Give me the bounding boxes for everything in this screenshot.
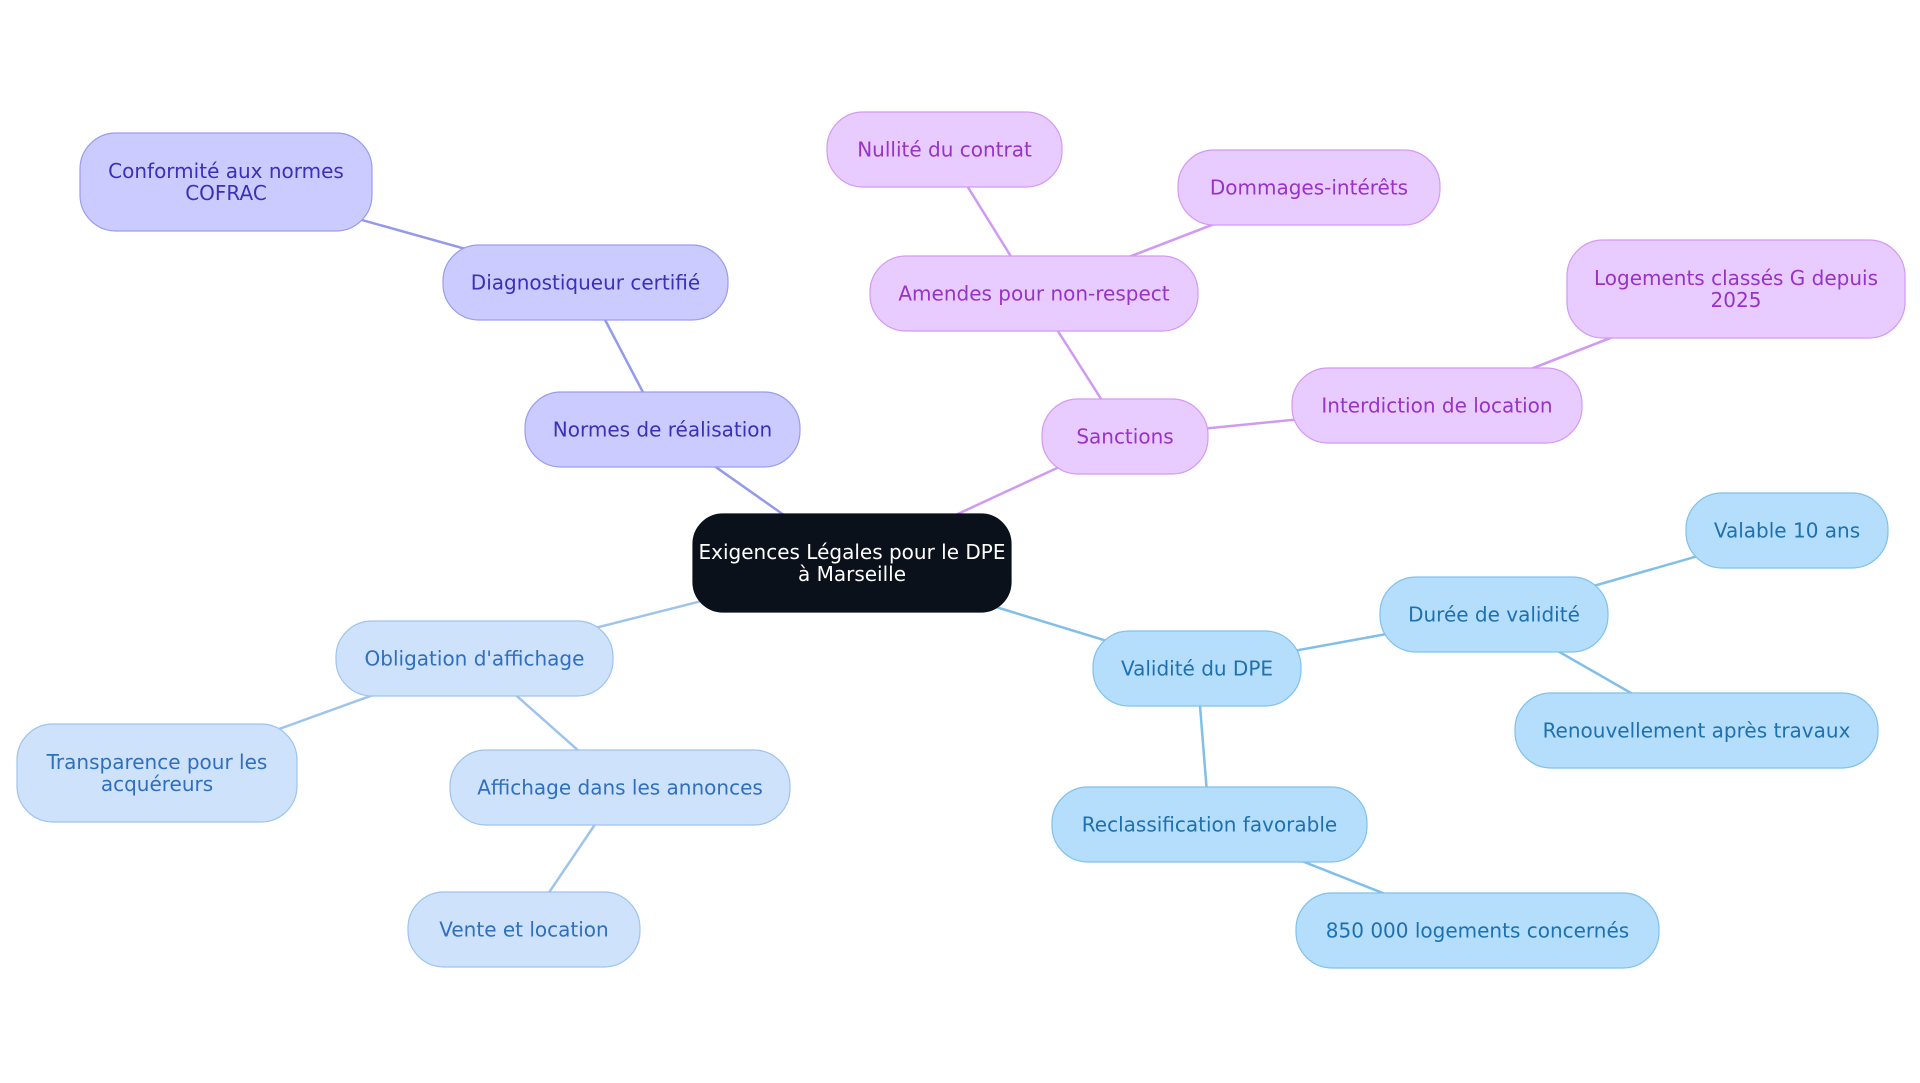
node-box: [1685, 492, 1889, 569]
node-reclass[interactable]: Reclassification favorable: [1051, 786, 1368, 863]
node-affichage[interactable]: Obligation d'affichage: [335, 620, 614, 697]
node-box: [79, 132, 373, 232]
node-box: [1295, 892, 1660, 969]
node-label-line: Conformité aux normes: [108, 159, 344, 183]
node-label-line: Nullité du contrat: [857, 138, 1032, 162]
node-box: [442, 244, 729, 321]
node-box: [1041, 398, 1209, 475]
node-label-line: Reclassification favorable: [1082, 813, 1337, 837]
node-label-line: 2025: [1711, 288, 1762, 312]
node-renouvellement[interactable]: Renouvellement après travaux: [1514, 692, 1879, 769]
node-label-line: Obligation d'affichage: [365, 647, 585, 671]
node-label-line: à Marseille: [798, 562, 906, 586]
node-box: [407, 891, 641, 968]
node-box: [16, 723, 298, 823]
node-box: [1291, 367, 1583, 444]
node-box: [869, 255, 1199, 332]
node-box: [1514, 692, 1879, 769]
node-normes[interactable]: Normes de réalisation: [524, 391, 801, 468]
node-label-line: Dommages-intérêts: [1210, 176, 1408, 200]
node-label-line: COFRAC: [185, 181, 267, 205]
node-box: [524, 391, 801, 468]
node-nullite[interactable]: Nullité du contrat: [826, 111, 1063, 188]
node-label-line: Amendes pour non-respect: [898, 282, 1169, 306]
node-label-line: Diagnostiqueur certifié: [471, 271, 700, 295]
node-box: [1051, 786, 1368, 863]
node-duree[interactable]: Durée de validité: [1379, 576, 1609, 653]
node-sanctions[interactable]: Sanctions: [1041, 398, 1209, 475]
node-label-line: Sanctions: [1076, 425, 1173, 449]
node-vente[interactable]: Vente et location: [407, 891, 641, 968]
node-box: [1177, 149, 1441, 226]
node-box: [1379, 576, 1609, 653]
node-label-line: Renouvellement après travaux: [1543, 719, 1851, 743]
node-label-line: Durée de validité: [1408, 603, 1580, 627]
node-dommages[interactable]: Dommages-intérêts: [1177, 149, 1441, 226]
node-label-line: Validité du DPE: [1121, 657, 1273, 681]
node-label-line: acquéreurs: [101, 772, 213, 796]
node-interdiction[interactable]: Interdiction de location: [1291, 367, 1583, 444]
node-label-line: Exigences Légales pour le DPE: [699, 540, 1006, 564]
node-label-line: Transparence pour les: [46, 750, 268, 774]
node-label-line: 850 000 logements concernés: [1326, 919, 1629, 943]
node-box: [826, 111, 1063, 188]
node-label-line: Vente et location: [439, 918, 608, 942]
node-box: [1566, 239, 1906, 339]
node-box: [692, 513, 1012, 613]
node-box: [1092, 630, 1302, 707]
node-valable[interactable]: Valable 10 ans: [1685, 492, 1889, 569]
node-label-line: Affichage dans les annonces: [477, 776, 763, 800]
node-label-line: Valable 10 ans: [1714, 519, 1860, 543]
node-logements850[interactable]: 850 000 logements concernés: [1295, 892, 1660, 969]
node-box: [335, 620, 614, 697]
node-box: [449, 749, 791, 826]
node-label-line: Interdiction de location: [1321, 394, 1552, 418]
node-validite[interactable]: Validité du DPE: [1092, 630, 1302, 707]
node-annonces[interactable]: Affichage dans les annonces: [449, 749, 791, 826]
node-amendes[interactable]: Amendes pour non-respect: [869, 255, 1199, 332]
node-label-line: Logements classés G depuis: [1594, 266, 1878, 290]
node-label-line: Normes de réalisation: [553, 418, 772, 442]
node-diagnostiqueur[interactable]: Diagnostiqueur certifié: [442, 244, 729, 321]
